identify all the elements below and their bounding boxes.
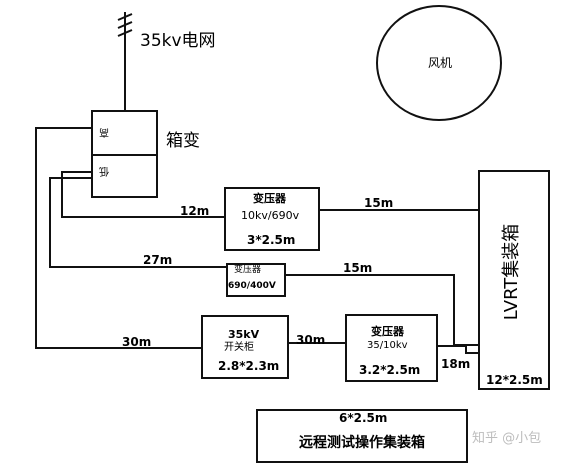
transformer-3-rating: 35/10kv [367, 340, 408, 351]
control-container-label: 远程测试操作集装箱 [299, 435, 425, 451]
wind-turbine-label: 风机 [428, 56, 453, 70]
transformer-1-size: 3*2.5m [247, 233, 296, 247]
transformer-2-rating: 690/400V [228, 281, 276, 291]
cable-box-to-t1 [61, 171, 224, 218]
transformer-2-title: 变压器 [234, 265, 262, 275]
cable-box-to-switchgear [35, 127, 201, 349]
switchgear-subtitle: 开关柜 [224, 342, 254, 353]
cable-length-t2-to-lvrt: 15m [343, 261, 373, 275]
box-transformer-low-mark: 低 [99, 165, 109, 176]
cable-length-box-to-switchgear: 30m [122, 335, 152, 349]
cable-t3-to-lvrt [436, 345, 478, 354]
control-container-size: 6*2.5m [339, 411, 388, 425]
lvrt-container-label: LVRT集装箱 [501, 223, 522, 321]
cable-length-t1-to-lvrt: 15m [364, 196, 394, 210]
cable-length-switchgear-to-t3: 30m [296, 333, 326, 347]
cable-length-t3-to-lvrt: 18m [441, 357, 471, 371]
transformer-1-rating: 10kv/690v [241, 209, 300, 222]
cable-length-box-to-t1: 12m [180, 204, 210, 218]
control-container-box [256, 409, 468, 463]
lvrt-container-size: 12*2.5m [486, 373, 543, 387]
lvrt-container-box [478, 170, 550, 390]
grid-symbol-tick-3 [117, 29, 133, 37]
cable-box-to-t2 [49, 177, 226, 268]
box-transformer-label: 箱变 [166, 131, 200, 151]
transformer-3-title: 变压器 [371, 325, 404, 338]
watermark: 知乎 @小包 [472, 431, 542, 446]
transformer-2-box [226, 263, 286, 297]
transformer-1-title: 变压器 [253, 192, 286, 205]
transformer-3-box [345, 314, 438, 382]
switchgear-box [201, 315, 289, 379]
wind-turbine-circle [376, 5, 502, 121]
transformer-3-size: 3.2*2.5m [359, 363, 421, 377]
grid-label: 35kv电网 [140, 31, 216, 51]
switchgear-size: 2.8*2.3m [218, 359, 280, 373]
switchgear-title: 35kV [228, 328, 260, 341]
grid-symbol-tick-2 [117, 21, 133, 29]
box-transformer-lower [91, 154, 158, 198]
box-transformer-high-mark: 高 [99, 126, 109, 137]
grid-symbol-tick-1 [117, 13, 133, 21]
cable-length-box-to-t2: 27m [143, 253, 173, 267]
transformer-1-box [224, 187, 320, 251]
